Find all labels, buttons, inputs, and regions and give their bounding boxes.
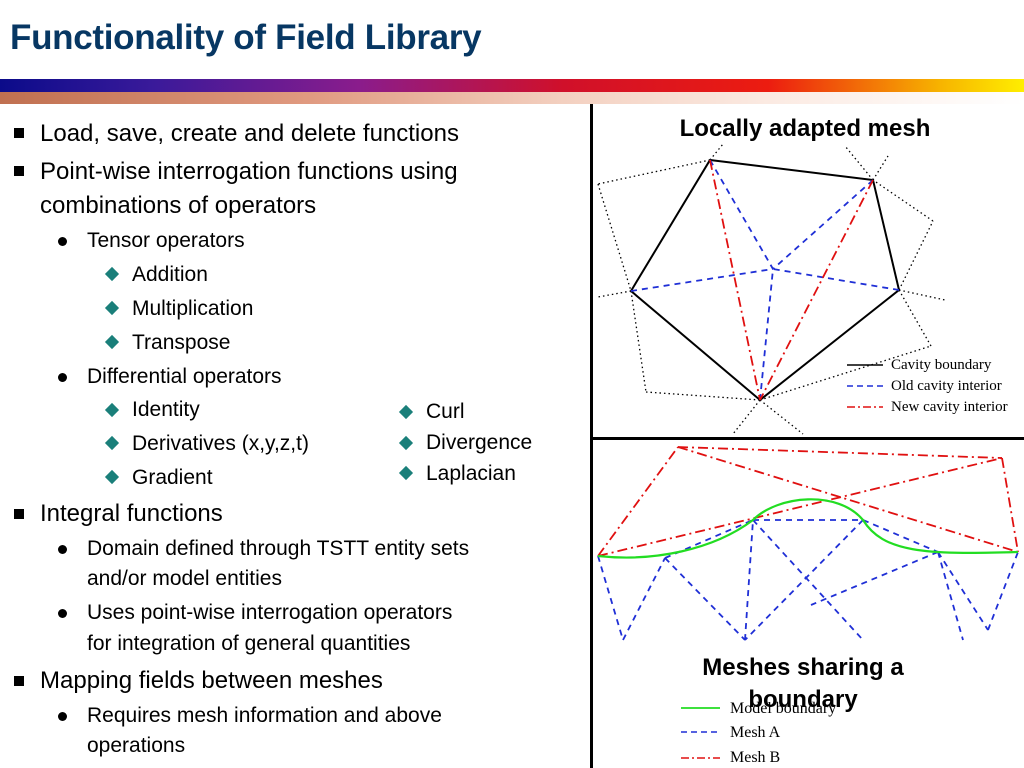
bullet-multiplication: Multiplication (132, 297, 254, 320)
legend-new-cavity-interior: New cavity interior (891, 399, 1008, 415)
new-cavity-interior-lines (709, 159, 874, 401)
panel-divider-horizontal (590, 437, 1024, 440)
bullet-laplacian: Laplacian (426, 462, 516, 485)
square-bullet-icon (14, 166, 24, 176)
mesh-a-lines (597, 519, 1019, 641)
bullet-identity: Identity (132, 398, 200, 421)
bullet-uses-line1: Uses point-wise interrogation operators (87, 601, 453, 624)
bullet-tensor-operators: Tensor operators (87, 229, 245, 252)
bullet-integral-functions: Integral functions (40, 500, 223, 527)
diamond-bullet-icon (104, 469, 120, 485)
legend-old-cavity-interior: Old cavity interior (891, 378, 1002, 394)
model-boundary-curve (597, 498, 1019, 559)
panel-divider-vertical (590, 104, 593, 768)
bullet-gradient: Gradient (132, 466, 213, 489)
bullet-transpose: Transpose (132, 331, 231, 354)
locally-adapted-mesh-diagram (597, 143, 946, 435)
bullet-domain-line1: Domain defined through TSTT entity sets (87, 537, 470, 560)
bullet-requires-line1: Requires mesh information and above (87, 704, 442, 727)
diamond-bullet-icon (398, 404, 414, 420)
square-bullet-icon (14, 676, 24, 686)
cavity-boundary-lines (629, 158, 901, 402)
bullet-derivatives: Derivatives (x,y,z,t) (132, 432, 309, 455)
square-bullet-icon (14, 509, 24, 519)
diamond-bullet-icon (104, 266, 120, 282)
dot-bullet-icon (58, 237, 67, 246)
diamond-bullet-icon (104, 402, 120, 418)
old-cavity-interior-lines (630, 159, 900, 401)
header-gradient-bar (0, 92, 1024, 104)
figure-bottom-caption: Meshes sharing a boundary (660, 652, 946, 716)
bullet-load-save: Load, save, create and delete functions (40, 120, 459, 147)
bullet-mapping-fields: Mapping fields between meshes (40, 667, 383, 694)
diamond-bullet-icon (104, 435, 120, 451)
figure-top-caption: Locally adapted mesh (679, 115, 931, 142)
figure-bottom-caption-line1: Meshes sharing a (702, 654, 904, 681)
slide-title: Functionality of Field Library (10, 18, 482, 57)
diamond-bullet-icon (398, 465, 414, 481)
mesh-b-lines (597, 446, 1019, 557)
meshes-sharing-boundary-diagram (597, 446, 1019, 759)
legend-cavity-boundary: Cavity boundary (891, 357, 992, 373)
diamond-bullet-icon (398, 435, 414, 451)
dot-bullet-icon (58, 712, 67, 721)
bullet-uses-line2: for integration of general quantities (87, 632, 411, 655)
diamond-bullet-icon (104, 334, 120, 350)
figure-bottom-caption-line2: boundary (748, 686, 858, 713)
dot-bullet-icon (58, 609, 67, 618)
legend-mesh-b: Mesh B (730, 749, 781, 766)
bullet-addition: Addition (132, 263, 208, 286)
dot-bullet-icon (58, 373, 67, 382)
square-bullet-icon (14, 128, 24, 138)
header-color-bar (0, 79, 1024, 92)
bullet-differential-operators: Differential operators (87, 365, 282, 388)
bullet-curl: Curl (426, 400, 465, 423)
bullet-divergence: Divergence (426, 431, 533, 454)
outer-mesh-edges (597, 143, 946, 435)
diamond-bullet-icon (104, 300, 120, 316)
bullet-domain-line2: and/or model entities (87, 567, 282, 590)
bullet-pointwise-line2: combinations of operators (40, 192, 317, 219)
bullet-pointwise-line1: Point-wise interrogation functions using (40, 158, 458, 185)
bullet-requires-line2: operations (87, 734, 186, 757)
legend-model-boundary: Model boundary (730, 700, 837, 717)
dot-bullet-icon (58, 545, 67, 554)
legend-mesh-a: Mesh A (730, 724, 781, 741)
